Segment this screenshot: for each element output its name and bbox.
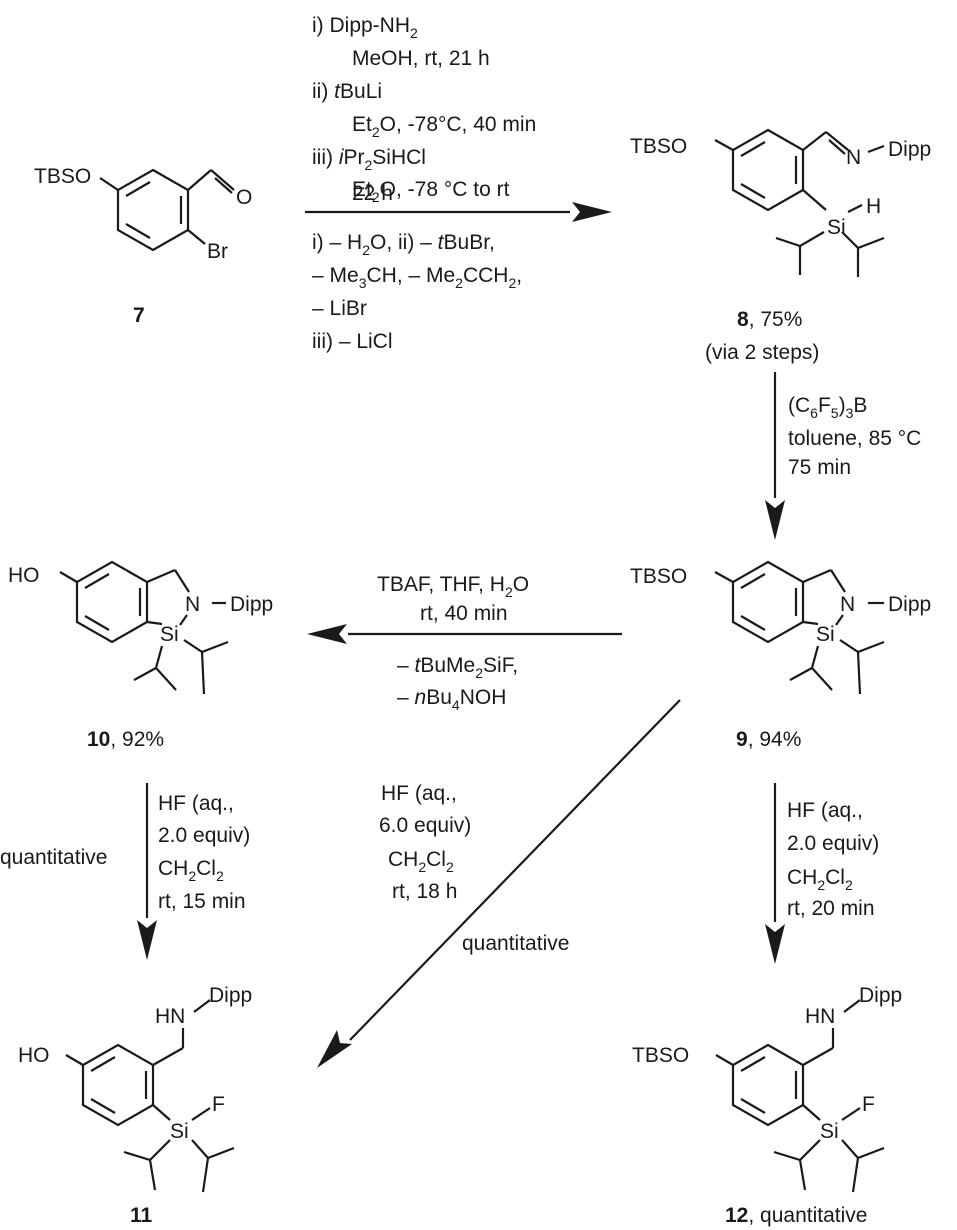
dipp-group-12: Dipp [859,984,902,1007]
oxygen-7: O [236,186,252,209]
step1-arrow [305,202,612,222]
dipp-group-9: Dipp [888,593,931,616]
step6-cond-line2: 2.0 equiv) [787,832,879,855]
step5-cond-line1: HF (aq., [381,782,457,805]
step3-byproduct-line2: – nBu4NOH [397,686,506,713]
step1-cond-line2: MeOH, rt, 21 h [352,47,490,70]
silicon-10: Si [160,623,179,646]
amine-11: HN [155,1005,185,1028]
tbso-group-8: TBSO [630,135,687,158]
step2-cond-line3: 75 min [788,456,851,479]
tbso-group-7: TBSO [34,165,91,188]
step2-conditions: (C6F5)3B toluene, 85 °C 75 min [788,394,921,479]
step2-arrow [765,372,785,540]
step5-cond-line4: rt, 18 h [392,880,457,903]
step4-cond-line3: CH2Cl2 [158,857,224,884]
step3-byproduct-line1: – tBuMe2SiF, [397,654,518,681]
step6-cond-line1: HF (aq., [787,799,863,822]
step4-cond-line4: rt, 15 min [158,890,246,913]
compound-10-caption: 10, 92% [87,728,164,751]
step3-cond-line1: TBAF, THF, H2O [377,573,529,600]
step4-side-label: quantitative [0,846,107,869]
compound-11-label: 11 [130,1204,153,1227]
fluoro-11: F [212,1093,225,1116]
step5-cond-line2: 6.0 equiv) [379,814,471,837]
step5-arrow [317,699,681,1068]
compound-8-note: (via 2 steps) [705,341,819,364]
step1-cond-line1: i) Dipp-NH2 [312,14,418,41]
step3-arrow [307,624,622,644]
step1-cond-line4: Et2O, -78°C, 40 min [352,113,536,140]
fluoro-12: F [862,1093,875,1116]
step6-cond-line4: rt, 20 min [787,897,875,920]
step1-conditions-above: i) Dipp-NH2 MeOH, rt, 21 h ii) tBuLi Et2… [312,14,536,205]
dipp-group-8: Dipp [888,138,931,161]
step3-cond-line2: rt, 40 min [420,602,508,625]
compound-7-structure: TBSO O Br [34,165,252,263]
compound-9-structure: TBSO N Dipp Si [630,560,931,695]
hydroxy-11: HO [18,1044,50,1067]
compound-7-label: 7 [133,304,145,327]
compound-11-structure: HO HN Dipp Si F [18,984,252,1193]
step1-byproducts-line1: i) – H2O, ii) – tBuBr, [312,231,495,258]
step1-byproducts-below: i) – H2O, ii) – tBuBr, – Me3CH, – Me2CCH… [312,231,522,353]
step1-cond-line7: 22 h [352,182,393,205]
step1-byproducts-line4: iii) – LiCl [312,330,393,353]
step4-cond-line1: HF (aq., [158,792,234,815]
dipp-group-11: Dipp [209,984,252,1007]
step4-arrow [137,783,157,960]
step1-cond-line3: ii) tBuLi [312,80,382,103]
tbso-group-12: TBSO [632,1044,689,1067]
silicon-8: Si [827,216,846,239]
dipp-group-10: Dipp [230,593,273,616]
nitrogen-10: N [185,593,200,616]
amine-12: HN [805,1005,835,1028]
step6-cond-line3: CH2Cl2 [787,866,853,893]
step6-arrow [765,783,785,964]
step1-cond-line5: iii) iPr2SiHCl [312,146,426,173]
silicon-9: Si [816,623,835,646]
nitrogen-9: N [840,593,855,616]
compound-9-caption: 9, 94% [736,728,801,751]
compound-12-caption: 12, quantitative [725,1204,867,1227]
step4-cond-line2: 2.0 equiv) [158,824,250,847]
compound-10-structure: HO N Dipp Si [8,560,273,695]
compound-8-structure: TBSO N Dipp Si H [630,128,931,277]
silicon-12: Si [820,1120,839,1143]
nitrogen-8: N [846,146,861,169]
hydroxy-10: HO [8,564,40,587]
step2-cond-line1: (C6F5)3B [788,394,867,421]
tbso-group-9: TBSO [630,565,687,588]
step1-cond-line6: Et2O, -78 °C to rt [352,178,510,205]
step1-byproducts-line3: – LiBr [312,297,367,320]
compound-8-caption: 8, 75% [737,308,802,331]
compound-12-structure: TBSO HN Dipp Si F [632,984,902,1193]
step5-below-label: quantitative [462,932,569,955]
step2-cond-line2: toluene, 85 °C [788,427,921,450]
step5-cond-line3: CH2Cl2 [388,848,454,875]
silicon-11: Si [170,1120,189,1143]
hydrogen-8: H [866,195,881,218]
bromo-7: Br [207,240,228,263]
step1-byproducts-line2: – Me3CH, – Me2CCH2, [312,264,522,291]
